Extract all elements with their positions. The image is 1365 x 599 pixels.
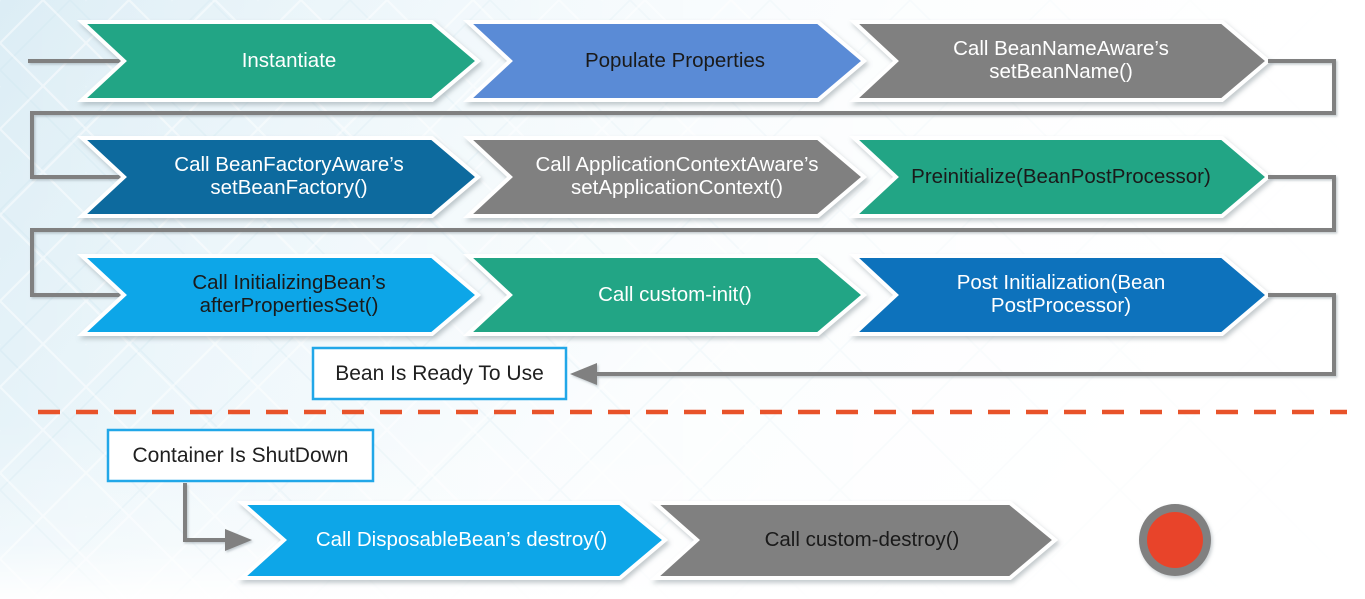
row-4-steps bbox=[236, 501, 1059, 580]
step-populate-properties[interactable] bbox=[462, 20, 868, 102]
step-instantiate[interactable] bbox=[76, 20, 482, 102]
step-custom-destroy[interactable] bbox=[649, 501, 1059, 580]
step-custom-init[interactable] bbox=[462, 254, 868, 336]
connector-row3-to-bean-ready bbox=[570, 293, 1336, 385]
step-bean-name-aware[interactable] bbox=[848, 20, 1272, 102]
container-shutdown-box[interactable] bbox=[106, 428, 375, 483]
row-2-steps bbox=[76, 136, 1272, 218]
row-1-steps bbox=[76, 20, 1272, 102]
step-initializing-bean[interactable] bbox=[76, 254, 482, 336]
connector-shutdown-to-destroy bbox=[183, 483, 252, 551]
step-bean-factory-aware[interactable] bbox=[76, 136, 482, 218]
end-node[interactable] bbox=[1147, 512, 1203, 568]
row-3-steps bbox=[76, 254, 1272, 336]
step-preinitialize[interactable] bbox=[848, 136, 1272, 218]
step-disposable-bean-destroy[interactable] bbox=[236, 501, 669, 580]
step-application-context-aware[interactable] bbox=[462, 136, 868, 218]
bean-ready-box[interactable] bbox=[311, 346, 568, 401]
step-post-initialization[interactable] bbox=[848, 254, 1272, 336]
